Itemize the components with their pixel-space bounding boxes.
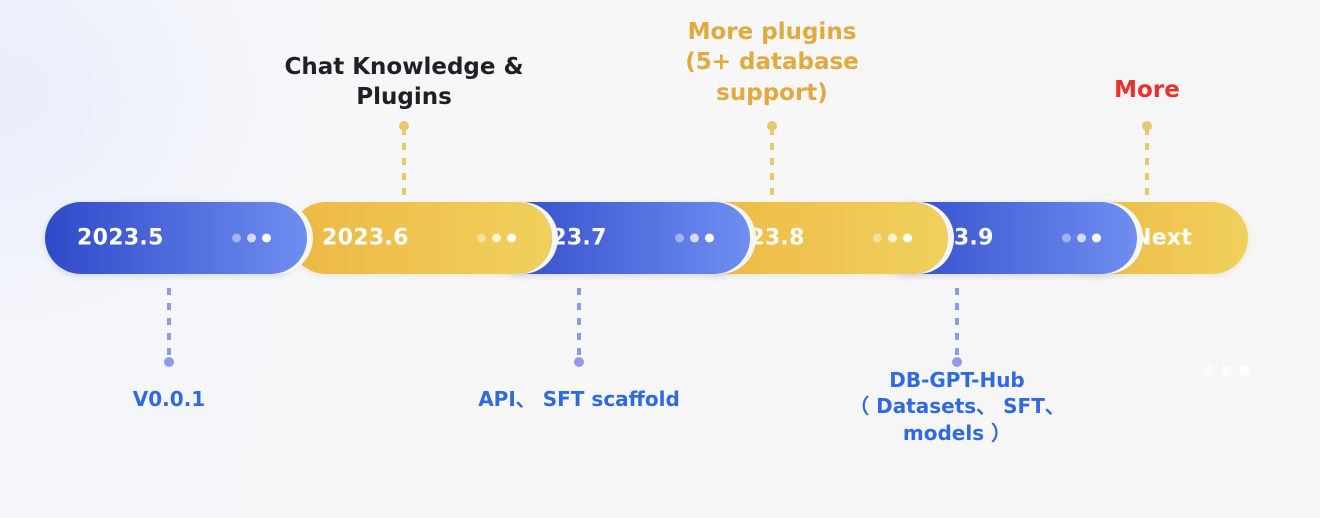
- decorative-dot: [1221, 365, 1232, 376]
- callout-label-above: Chat Knowledge & Plugins: [284, 54, 524, 111]
- connector-dashed-line: [402, 128, 406, 204]
- timeline-segment-label: 2023.6: [322, 225, 409, 251]
- connector-dashed-line: [167, 288, 171, 360]
- decorative-dot: [1239, 365, 1250, 376]
- connector-dashed-line: [1145, 128, 1149, 204]
- segment-ellipsis-icon: [477, 233, 516, 243]
- callout-connector-below: [164, 288, 174, 367]
- connector-endpoint-dot: [1142, 121, 1152, 131]
- callout-connector-above: [399, 121, 409, 204]
- callout-connector-below: [952, 288, 962, 367]
- connector-endpoint-dot: [164, 357, 174, 367]
- callout-connector-below: [574, 288, 584, 367]
- connector-endpoint-dot: [574, 357, 584, 367]
- callout-label-above: More: [1114, 77, 1180, 103]
- callout-connector-above: [767, 121, 777, 204]
- segment-ellipsis-icon: [1062, 233, 1101, 243]
- callout-label-below: DB-GPT-Hub （ Datasets、 SFT、 models ）: [849, 368, 1065, 445]
- connector-dashed-line: [770, 128, 774, 204]
- callout-label-below: V0.0.1: [132, 387, 206, 411]
- connector-endpoint-dot: [952, 357, 962, 367]
- decorative-dot: [1203, 365, 1214, 376]
- segment-ellipsis-icon: [873, 233, 912, 243]
- connector-dashed-line: [955, 288, 959, 360]
- callout-label-above: More plugins (5+ database support): [685, 19, 859, 106]
- connector-endpoint-dot: [399, 121, 409, 131]
- segment-ellipsis-icon: [675, 233, 714, 243]
- timeline-segment-2023-6[interactable]: 2023.6: [290, 202, 552, 274]
- connector-endpoint-dot: [767, 121, 777, 131]
- callout-connector-above: [1142, 121, 1152, 204]
- timeline-segment-label: Next: [1133, 225, 1193, 251]
- decorative-dots: [1203, 365, 1250, 376]
- segment-ellipsis-icon: [232, 233, 271, 243]
- callout-label-below: API、 SFT scaffold: [478, 387, 680, 411]
- timeline-segment-2023-5[interactable]: 2023.5: [45, 202, 307, 274]
- timeline-segment-label: 2023.5: [77, 225, 164, 251]
- connector-dashed-line: [577, 288, 581, 360]
